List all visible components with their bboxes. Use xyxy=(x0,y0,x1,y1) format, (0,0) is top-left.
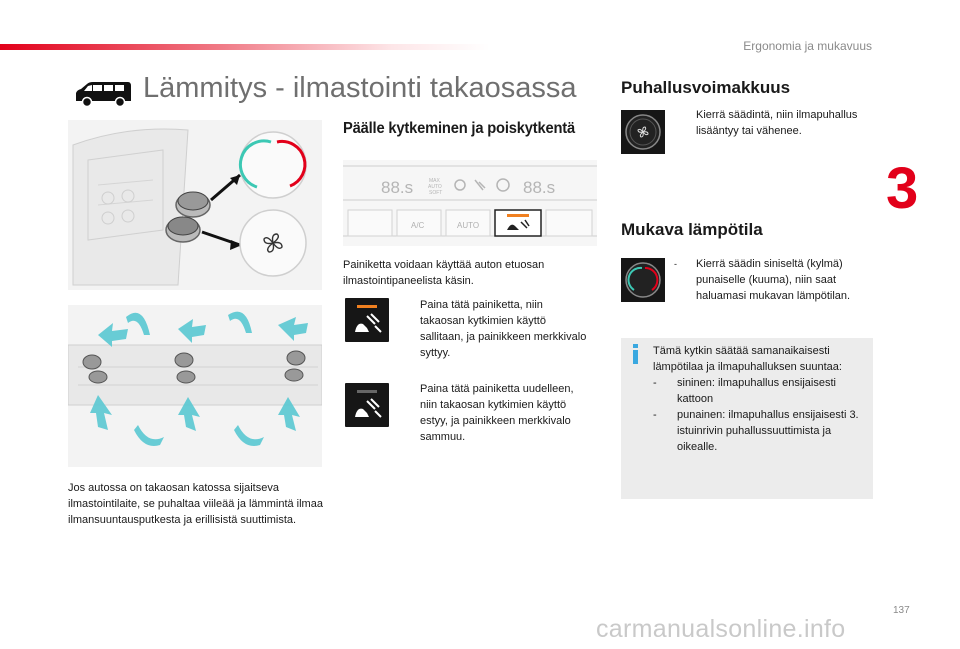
info-item-red: -punainen: ilmapuhallus ensijaisesti 3. … xyxy=(653,409,859,453)
blower-knob-image xyxy=(621,110,665,154)
roof-controls-photo xyxy=(68,120,322,290)
page-title: Lämmitys - ilmastointi takaosassa xyxy=(143,72,577,104)
chapter-number: 3 xyxy=(886,156,919,221)
info-list: -sininen: ilmapuhallus ensijaisesti katt… xyxy=(653,375,867,455)
step-enable-text: Paina tätä painiketta, niin takaosan kyt… xyxy=(420,299,587,359)
temperature-knob-image xyxy=(621,258,665,302)
step-comfort: - Kierrä säädin siniseltä (kylmä) punais… xyxy=(674,256,884,304)
page-number: 137 xyxy=(893,605,910,616)
step-comfort-text: Kierrä säädin siniseltä (kylmä) punaisel… xyxy=(696,258,851,302)
step-disable: Paina tätä painiketta uudelleen, niin ta… xyxy=(398,381,588,445)
comfort-title: Mukava lämpötila xyxy=(621,220,763,239)
step-blower: Kierrä säädintä, niin ilmapuhallus lisää… xyxy=(674,107,884,139)
header-accent-bar xyxy=(0,44,490,50)
info-item-blue: -sininen: ilmapuhallus ensijaisesti katt… xyxy=(653,377,836,405)
panel-ac-label: A/C xyxy=(411,221,425,230)
blower-title: Puhallusvoimakkuus xyxy=(621,78,791,97)
panel-max-label: MAX xyxy=(429,178,441,184)
info-intro: Tämä kytkin säätää samanaikaisesti lämpö… xyxy=(653,345,842,373)
step-blower-text: Kierrä säädintä, niin ilmapuhallus lisää… xyxy=(696,109,858,137)
panel-soft-label: SOFT xyxy=(429,190,442,196)
panel-auto-button-label: AUTO xyxy=(457,221,479,230)
step-disable-text: Paina tätä painiketta uudelleen, niin ta… xyxy=(420,383,574,443)
panel-right-temp: 88.s xyxy=(523,178,555,197)
minivan-icon xyxy=(76,82,131,108)
panel-left-temp: 88.s xyxy=(381,178,413,197)
panel-auto-label: AUTO xyxy=(428,184,442,190)
watermark: carmanualsonline.info xyxy=(596,615,846,643)
front-control-panel: 88.s MAX AUTO SOFT 88.s A/C AUTO xyxy=(343,160,597,246)
roof-vents-airflow-photo xyxy=(68,305,322,467)
intro-paragraph: Jos autossa on takaosan katossa sijaitse… xyxy=(68,482,323,526)
rear-enable-button-off-image xyxy=(345,383,389,427)
switching-title: Päälle kytkeminen ja poiskytkentä xyxy=(343,120,576,137)
step-enable: Paina tätä painiketta, niin takaosan kyt… xyxy=(398,297,588,361)
rear-enable-button-on-image xyxy=(345,298,389,342)
info-icon xyxy=(633,344,638,364)
dash-bullet: - xyxy=(674,259,677,269)
section-header: Ergonomia ja mukavuus xyxy=(743,39,872,53)
panel-rear-button-highlight xyxy=(494,209,542,237)
switching-intro: Painiketta voidaan käyttää auton etuosan… xyxy=(343,259,545,287)
info-box: Tämä kytkin säätää samanaikaisesti lämpö… xyxy=(621,338,873,499)
